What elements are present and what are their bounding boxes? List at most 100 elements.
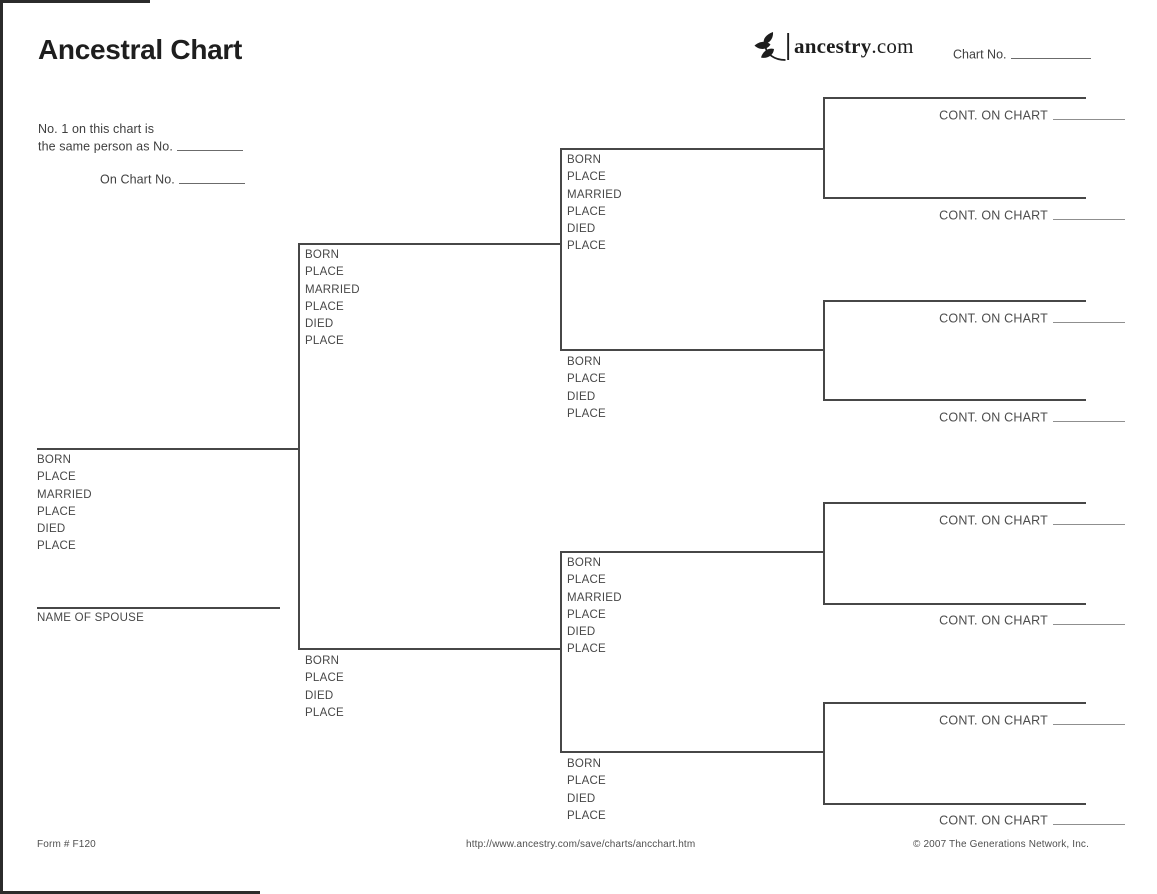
cont-label: CONT. ON CHART: [939, 613, 1048, 628]
paternal-grandfather-fields: BORN PLACE MARRIED PLACE DIED PLACE: [567, 152, 622, 256]
same-person-label: the same person as No.: [38, 139, 173, 154]
connector-great-grandparents-1: [823, 97, 825, 197]
line-mother: [298, 648, 560, 650]
cont-label: CONT. ON CHART: [939, 208, 1048, 223]
field-label: MARRIED: [567, 188, 622, 201]
field-label: MARRIED: [567, 591, 622, 604]
form-number: Form # F120: [37, 839, 96, 850]
field-label: PLACE: [567, 240, 606, 253]
field-label: DIED: [567, 223, 596, 236]
cont-on-chart-8: CONT. ON CHART: [823, 813, 1125, 828]
cont-blank: [1053, 108, 1125, 120]
on-chart-blank: [178, 172, 245, 184]
cont-label: CONT. ON CHART: [939, 713, 1048, 728]
line-maternal-grandfather: [560, 551, 823, 553]
field-label: MARRIED: [305, 283, 360, 296]
page-edge-top: [0, 0, 150, 3]
cont-label: CONT. ON CHART: [939, 108, 1048, 123]
field-label: BORN: [305, 655, 340, 667]
field-label: PLACE: [567, 205, 606, 218]
line-great-grandparent-4: [823, 399, 1086, 401]
line-spouse: [37, 607, 280, 609]
field-label: BORN: [567, 557, 602, 569]
ancestry-logo: ancestry.com: [752, 30, 914, 63]
field-label: PLACE: [567, 407, 606, 420]
connector-great-grandparents-4: [823, 702, 825, 803]
line-great-grandparent-2: [823, 197, 1086, 199]
field-label: PLACE: [305, 266, 344, 279]
line-great-grandparent-8: [823, 803, 1086, 805]
self-fields: BORN PLACE MARRIED PLACE DIED PLACE: [37, 452, 92, 556]
cont-label: CONT. ON CHART: [939, 513, 1048, 528]
ancestry-leaf-icon: [752, 30, 792, 63]
field-label: PLACE: [37, 505, 76, 518]
page-edge-left: [0, 0, 3, 894]
intro-line-1: No. 1 on this chart is: [38, 122, 155, 136]
chart-no-blank: [1010, 47, 1091, 59]
footer-copyright: © 2007 The Generations Network, Inc.: [913, 839, 1090, 850]
cont-blank: [1053, 713, 1125, 725]
page-edge-bottom: [0, 890, 260, 894]
line-self: [37, 448, 298, 450]
line-great-grandparent-3: [823, 300, 1086, 302]
cont-label: CONT. ON CHART: [939, 813, 1048, 828]
line-father: [298, 243, 560, 245]
cont-on-chart-4: CONT. ON CHART: [823, 410, 1125, 425]
field-label: PLACE: [567, 171, 606, 184]
field-label: MARRIED: [37, 488, 92, 501]
field-label: BORN: [37, 454, 72, 466]
cont-on-chart-6: CONT. ON CHART: [823, 613, 1125, 628]
field-label: BORN: [305, 249, 340, 261]
logo-tld: .com: [871, 34, 914, 58]
cont-blank: [1053, 410, 1125, 422]
field-label: PLACE: [305, 672, 344, 685]
connector-maternal-grandparents: [560, 551, 562, 752]
logo-brand: ancestry: [794, 34, 872, 58]
maternal-grandmother-fields: BORN PLACE DIED PLACE: [567, 756, 606, 825]
field-label: PLACE: [37, 471, 76, 484]
mother-fields: BORN PLACE DIED PLACE: [305, 653, 344, 722]
maternal-grandfather-fields: BORN PLACE MARRIED PLACE DIED PLACE: [567, 555, 622, 659]
field-label: PLACE: [567, 775, 606, 788]
cont-blank: [1053, 613, 1125, 625]
cont-on-chart-2: CONT. ON CHART: [823, 208, 1125, 223]
spouse-label: NAME OF SPOUSE: [37, 612, 145, 624]
footer-url: http://www.ancestry.com/save/charts/ancc…: [466, 839, 696, 850]
cont-blank: [1053, 813, 1125, 825]
line-great-grandparent-7: [823, 702, 1086, 704]
field-label: PLACE: [37, 540, 76, 553]
intro-line-2: the same person as No.: [38, 139, 243, 154]
field-label: BORN: [567, 154, 602, 166]
intro-line-3: On Chart No.: [100, 172, 245, 187]
field-label: PLACE: [567, 643, 606, 656]
on-chart-label: On Chart No.: [100, 172, 175, 187]
paternal-grandmother-fields: BORN PLACE DIED PLACE: [567, 354, 606, 423]
chart-no-field: Chart No.: [953, 47, 1091, 62]
line-great-grandparent-6: [823, 603, 1086, 605]
field-label: DIED: [567, 792, 596, 805]
field-label: PLACE: [567, 809, 606, 822]
connector-great-grandparents-3: [823, 502, 825, 603]
connector-gen2: [298, 243, 300, 649]
cont-blank: [1053, 208, 1125, 220]
cont-label: CONT. ON CHART: [939, 410, 1048, 425]
field-label: BORN: [567, 356, 602, 368]
field-label: PLACE: [305, 706, 344, 719]
line-paternal-grandmother: [560, 349, 823, 351]
connector-paternal-grandparents: [560, 148, 562, 350]
cont-label: CONT. ON CHART: [939, 311, 1048, 326]
cont-on-chart-7: CONT. ON CHART: [823, 713, 1125, 728]
cont-on-chart-5: CONT. ON CHART: [823, 513, 1125, 528]
field-label: PLACE: [567, 608, 606, 621]
field-label: DIED: [37, 523, 66, 536]
cont-on-chart-3: CONT. ON CHART: [823, 311, 1125, 326]
father-fields: BORN PLACE MARRIED PLACE DIED PLACE: [305, 247, 360, 351]
page-title: Ancestral Chart: [38, 34, 243, 65]
line-maternal-grandmother: [560, 751, 823, 753]
connector-great-grandparents-2: [823, 300, 825, 399]
field-label: PLACE: [305, 300, 344, 313]
cont-on-chart-1: CONT. ON CHART: [823, 108, 1125, 123]
line-great-grandparent-1: [823, 97, 1086, 99]
field-label: PLACE: [305, 335, 344, 348]
